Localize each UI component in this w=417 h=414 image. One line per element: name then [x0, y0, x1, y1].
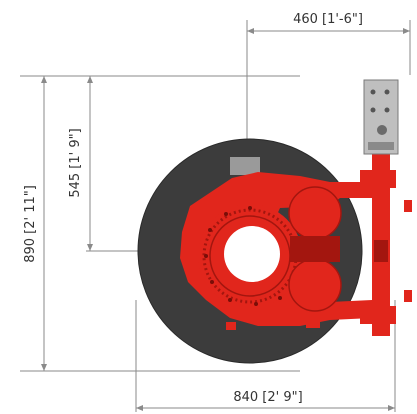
ring-bolts — [204, 206, 282, 306]
red-frame — [180, 150, 412, 336]
lower-motor — [289, 259, 341, 311]
machine-illustration — [137, 79, 412, 364]
bottom-dimension-label: 840 [2' 9"] — [233, 390, 302, 405]
upper-motor — [289, 187, 341, 239]
center-bore — [224, 226, 280, 282]
left-outer-dimension: 890 [2' 11"] — [23, 76, 47, 371]
control-panel — [363, 79, 399, 155]
top-dimension: 460 [1'-6"] — [247, 12, 410, 34]
left-inner-dimension-label: 545 [1' 9"] — [68, 128, 83, 197]
left-outer-dimension-label: 890 [2' 11"] — [23, 185, 38, 263]
bottom-dimension: 840 [2' 9"] — [136, 390, 395, 411]
left-inner-dimension: 545 [1' 9"] — [68, 76, 93, 251]
top-dimension-label: 460 [1'-6"] — [293, 12, 363, 27]
top-block — [230, 157, 260, 175]
